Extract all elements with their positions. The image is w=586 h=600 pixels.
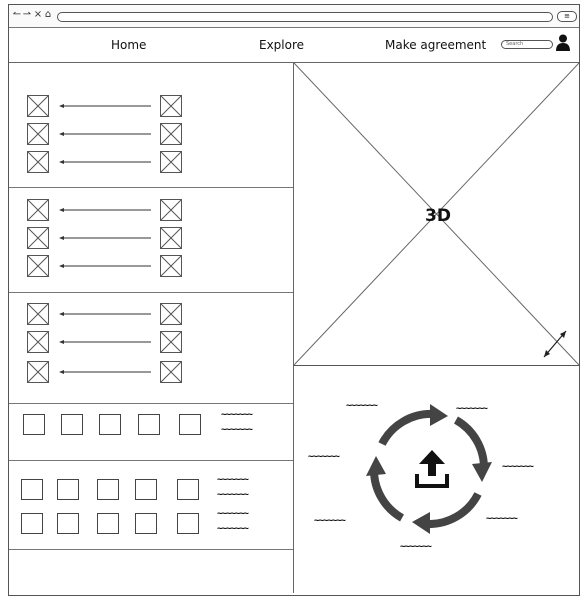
left-panel: ~~~~~~~ ~~~~~~~ ~~~~~~~ ~~~~~~~ ~~~~~~~ … [9, 63, 294, 593]
left-arrow-icon [59, 132, 151, 136]
placeholder-text: ~~~~~~~ [502, 462, 534, 472]
image-placeholder-icon [160, 303, 182, 325]
image-placeholder-icon [27, 361, 49, 383]
option-box[interactable] [177, 513, 199, 534]
upload-icon[interactable] [415, 450, 449, 488]
browser-toolbar: ↼ ⇀ × ⌂ ≡ [9, 5, 579, 28]
checkbox-row-group: ~~~~~~~ ~~~~~~~ [9, 404, 293, 461]
placeholder-text: ~~~~~~~ [400, 542, 432, 552]
image-placeholder-icon [27, 331, 49, 353]
placeholder-text: ~~~~~~~ [217, 490, 249, 500]
placeholder-text: ~~~~~~~ [346, 401, 378, 411]
search-input[interactable]: Search [501, 40, 553, 49]
placeholder-text: ~~~~~~~ [217, 475, 249, 485]
option-box[interactable] [138, 414, 160, 435]
option-box[interactable] [23, 414, 45, 435]
expand-arrows-icon[interactable] [541, 328, 569, 360]
image-placeholder-icon [160, 361, 182, 383]
placeholder-text: ~~~~~~~ [217, 509, 249, 519]
back-icon[interactable]: ↼ [12, 9, 22, 20]
nav-explore-link[interactable]: Explore [259, 38, 305, 52]
placeholder-text: ~~~~~~~ [308, 452, 340, 462]
user-icon[interactable] [556, 34, 570, 52]
option-box[interactable] [99, 414, 121, 435]
nav-make-agreement-link[interactable]: Make agreement [385, 38, 487, 52]
nav-home-link[interactable]: Home [111, 38, 147, 52]
placeholder-text: ~~~~~~~ [221, 425, 253, 435]
image-placeholder-icon [160, 199, 182, 221]
image-placeholder-icon [27, 255, 49, 277]
image-placeholder-icon [160, 331, 182, 353]
mapping-group-1 [9, 63, 293, 188]
checkbox-grid-group: ~~~~~~~ ~~~~~~~ ~~~~~~~ ~~~~~~~ [9, 461, 293, 550]
option-box[interactable] [57, 513, 79, 534]
home-icon[interactable]: ⌂ [44, 9, 52, 20]
top-navigation: Home Explore Make agreement Search [9, 28, 579, 63]
image-placeholder-icon [27, 227, 49, 249]
upload-area[interactable]: ~~~~~~~ ~~~~~~~ ~~~~~~~ ~~~~~~~ ~~~~~~~ … [294, 366, 579, 593]
image-placeholder-icon [160, 151, 182, 173]
placeholder-text: ~~~~~~~ [456, 404, 488, 414]
option-box[interactable] [97, 513, 119, 534]
placeholder-text: ~~~~~~~ [314, 516, 346, 526]
option-box[interactable] [135, 513, 157, 534]
option-box[interactable] [61, 414, 83, 435]
forward-icon[interactable]: ⇀ [22, 9, 32, 20]
viewer-label: 3D [425, 206, 451, 226]
left-arrow-icon [59, 236, 151, 240]
option-box[interactable] [179, 414, 201, 435]
viewer-placeholder-icon [294, 63, 579, 365]
option-box[interactable] [21, 479, 43, 500]
image-placeholder-icon [160, 255, 182, 277]
placeholder-text: ~~~~~~~ [217, 524, 249, 534]
refresh-cycle-icon [366, 404, 492, 534]
left-arrow-icon [59, 340, 151, 344]
address-bar[interactable] [57, 12, 553, 22]
image-placeholder-icon [160, 95, 182, 117]
image-placeholder-icon [27, 151, 49, 173]
option-box[interactable] [21, 513, 43, 534]
option-box[interactable] [177, 479, 199, 500]
mapping-group-2 [9, 188, 293, 293]
left-arrow-icon [59, 312, 151, 316]
mapping-group-3 [9, 293, 293, 404]
left-arrow-icon [59, 208, 151, 212]
image-placeholder-icon [27, 123, 49, 145]
browser-window: ↼ ⇀ × ⌂ ≡ Home Explore Make agreement Se… [8, 4, 580, 596]
browser-menu-button[interactable]: ≡ [557, 11, 577, 22]
image-placeholder-icon [27, 303, 49, 325]
placeholder-text: ~~~~~~~ [486, 514, 518, 524]
left-arrow-icon [59, 104, 151, 108]
image-placeholder-icon [27, 199, 49, 221]
3d-viewer[interactable]: 3D [294, 63, 579, 366]
option-box[interactable] [57, 479, 79, 500]
close-icon[interactable]: × [33, 9, 43, 20]
image-placeholder-icon [27, 95, 49, 117]
left-arrow-icon [59, 370, 151, 374]
option-box[interactable] [135, 479, 157, 500]
left-arrow-icon [59, 160, 151, 164]
left-arrow-icon [59, 264, 151, 268]
option-box[interactable] [97, 479, 119, 500]
placeholder-text: ~~~~~~~ [221, 410, 253, 420]
image-placeholder-icon [160, 123, 182, 145]
image-placeholder-icon [160, 227, 182, 249]
